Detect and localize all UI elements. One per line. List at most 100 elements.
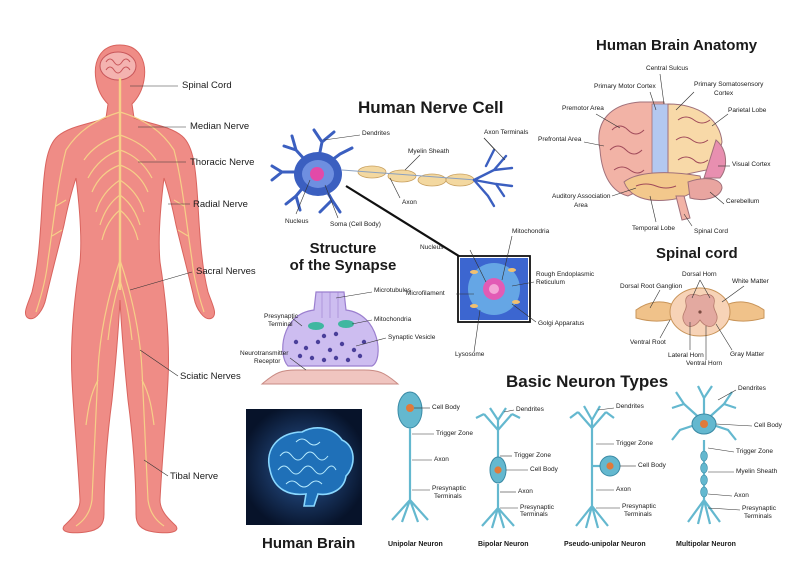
label-dorsal-root-ganglion: Dorsal Root Ganglion — [620, 283, 683, 290]
label-ventral-root: Ventral Root — [630, 339, 666, 346]
label-neurotransmitter: Neurotransmitter — [240, 350, 289, 357]
pseudo-nucleus — [606, 462, 614, 470]
label-central-sulcus: Central Sulcus — [646, 65, 689, 72]
unipolar-neuron — [391, 391, 429, 523]
unipolar-name: Unipolar Neuron — [388, 541, 443, 548]
cord-leaders — [649, 279, 745, 360]
microtubules — [321, 292, 339, 318]
brain-gyri-lines — [609, 116, 711, 189]
pseudo-label-cell-body: Cell Body — [638, 462, 666, 469]
bipolar-label-dendrites: Dendrites — [516, 406, 544, 413]
label-parietal: Parietal Lobe — [728, 107, 767, 114]
label-lysosome: Lysosome — [455, 351, 485, 358]
label-microtubules: Microtubules — [374, 287, 411, 294]
multipolar-nucleus — [700, 420, 708, 428]
label-auditory-1: Auditory Association — [552, 193, 611, 200]
label-rough-er-1: Rough Endoplasmic — [536, 271, 595, 278]
neuron-types-title: Basic Neuron Types — [506, 372, 669, 391]
pseudo-label-trigger-zone: Trigger Zone — [616, 440, 653, 447]
label-somatosensory-1: Primary Somatosensory — [694, 81, 764, 88]
multipolar-name: Multipolar Neuron — [676, 541, 736, 548]
pseudo-unipolar-neuron — [569, 405, 615, 529]
label-presynaptic-1: Presynaptic — [264, 313, 298, 320]
brain-anatomy-title: Human Brain Anatomy — [596, 37, 758, 54]
soma-nucleus — [310, 167, 324, 181]
label-rough-er-2: Reticulum — [536, 279, 565, 286]
label-synapse-mitochondria: Mitochondria — [374, 316, 412, 323]
spinal-cord-title: Spinal cord — [656, 245, 738, 262]
unipolar-label-axon: Axon — [434, 456, 449, 463]
multipolar-label-cell-body: Cell Body — [754, 422, 782, 429]
brain-leaders — [583, 73, 730, 227]
bipolar-label-cell-body: Cell Body — [530, 466, 558, 473]
postsynaptic-membrane — [260, 369, 400, 385]
brain-occipital — [703, 139, 726, 179]
multipolar-label-axon: Axon — [734, 492, 749, 499]
bipolar-nucleus — [494, 466, 502, 474]
brain-stem — [675, 195, 691, 221]
synapse-title-line1: Structure — [309, 240, 377, 257]
label-prefrontal: Prefrontal Area — [538, 136, 582, 143]
multipolar-label-dendrites: Dendrites — [738, 385, 766, 392]
label-receptor: Receptor — [254, 358, 281, 365]
label-golgi: Golgi Apparatus — [538, 320, 585, 327]
bipolar-label-presynaptic: Presynaptic Terminals — [520, 504, 554, 519]
body-brain-gyri — [105, 58, 131, 74]
label-dorsal-horn: Dorsal Horn — [682, 271, 717, 278]
label-premotor: Premotor Area — [562, 105, 604, 112]
body-leader-lines — [129, 85, 193, 477]
label-tibal-nerve: Tibal Nerve — [170, 471, 219, 482]
bipolar-label-trigger-zone: Trigger Zone — [514, 452, 551, 459]
brain-cerebellum — [687, 178, 723, 201]
label-ventral-horn: Ventral Horn — [686, 360, 723, 367]
label-primary-motor: Primary Motor Cortex — [594, 83, 656, 90]
label-lateral-horn: Lateral Horn — [668, 352, 704, 359]
label-myelin-sheath: Myelin Sheath — [408, 148, 450, 155]
axon-core — [341, 169, 477, 181]
label-sciatic-nerves: Sciatic Nerves — [180, 371, 241, 382]
label-spinal-cord: Spinal Cord — [182, 80, 232, 91]
neuron-types-leaders — [412, 389, 753, 511]
detail-organelles — [470, 268, 520, 308]
bipolar-label-axon: Axon — [518, 488, 533, 495]
synapse-leaders — [289, 291, 387, 371]
pseudo-label-presynaptic-1: Presynaptic — [622, 503, 656, 510]
pseudo-label-presynaptic-2: Terminals — [624, 511, 652, 518]
bipolar-neuron — [475, 407, 521, 529]
label-nucleus: Nucleus — [285, 218, 309, 225]
multipolar-label-trigger-zone: Trigger Zone — [736, 448, 773, 455]
axon-terminals — [472, 148, 514, 208]
label-synaptic-vesicle: Synaptic Vesicle — [388, 334, 436, 341]
glowing-brain-gyri — [277, 438, 337, 488]
unipolar-label-trigger-zone: Trigger Zone — [436, 430, 473, 437]
nerve-cell-leaders — [295, 134, 506, 219]
pseudo-name: Pseudo-unipolar Neuron — [564, 541, 646, 548]
label-brain-spinal-cord: Spinal Cord — [694, 228, 728, 235]
synaptic-vesicles — [293, 331, 367, 363]
label-axon-terminals: Axon Terminals — [484, 129, 529, 136]
peripheral-nerves — [35, 111, 205, 527]
label-visual-cortex: Visual Cortex — [732, 161, 771, 168]
label-auditory-2: Area — [574, 202, 588, 209]
label-axon: Axon — [402, 199, 417, 206]
label-somatosensory-2: Cortex — [714, 90, 734, 97]
label-sacral-nerves: Sacral Nerves — [196, 266, 256, 277]
multipolar-myelin — [700, 450, 708, 498]
label-presynaptic-2: Terminal — [268, 321, 293, 328]
detail-leaders — [456, 235, 537, 353]
multipolar-label-presynaptic-1: Presynaptic — [742, 505, 776, 512]
unipolar-label-cell-body: Cell Body — [432, 404, 460, 411]
multipolar-label-myelin: Myelin Sheath — [736, 468, 778, 475]
label-temporal: Temporal Lobe — [632, 225, 675, 232]
label-white-matter: White Matter — [732, 278, 769, 285]
multipolar-label-presynaptic-2: Terminals — [744, 513, 772, 520]
